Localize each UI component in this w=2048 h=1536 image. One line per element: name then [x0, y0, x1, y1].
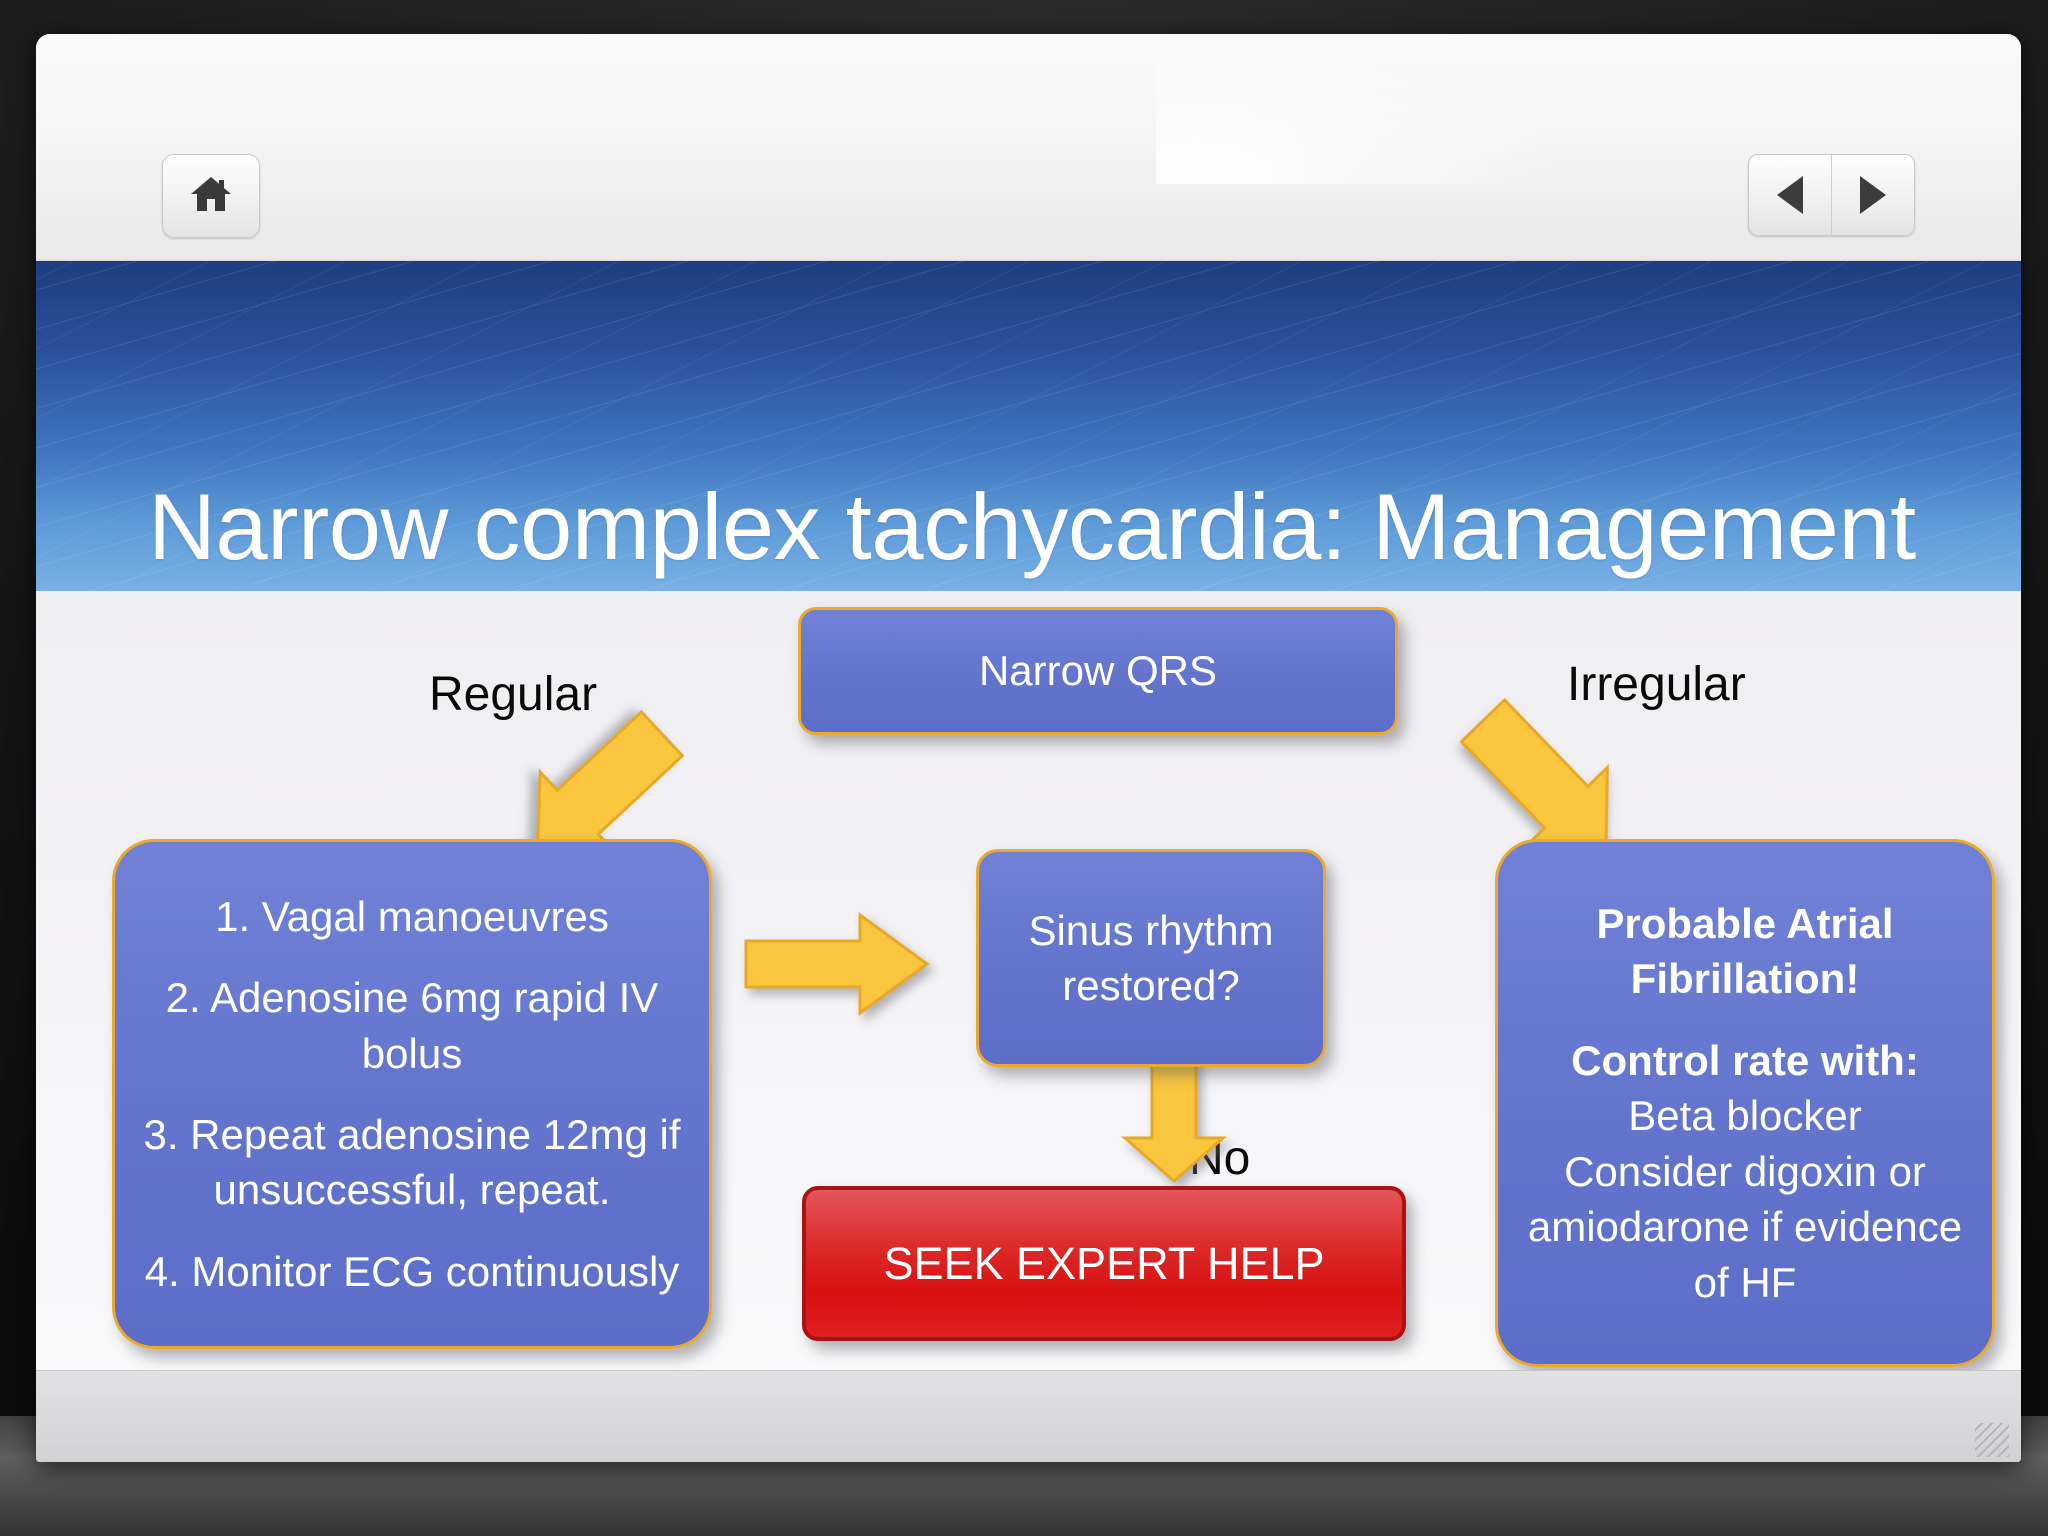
resize-grip[interactable]	[1975, 1423, 2009, 1457]
flow-label-irregular: Irregular	[1567, 658, 1746, 711]
slide-header-band: Narrow complex tachycardia: Management	[36, 261, 2021, 591]
node-narrow-qrs-label: Narrow QRS	[978, 647, 1218, 695]
arrow-down-to-seek-help	[1119, 1054, 1229, 1184]
status-bar-container	[36, 1370, 2021, 1462]
previous-slide-button[interactable]	[1749, 155, 1831, 235]
toolbar-gloss-highlight	[1156, 34, 1576, 184]
triangle-right-icon	[1860, 176, 1886, 214]
node-seek-label: SEEK EXPERT HELP	[883, 1237, 1325, 1289]
slide-title: Narrow complex tachycardia: Management	[148, 474, 1916, 579]
triangle-left-icon	[1777, 176, 1803, 214]
arrow-down-left-regular	[497, 685, 717, 885]
af-line-2: Consider digoxin or amiodarone if eviden…	[1527, 1147, 1963, 1306]
node-sinus-rhythm-question[interactable]: Sinus rhythm restored?	[976, 849, 1326, 1067]
header-wave-texture	[36, 261, 2021, 591]
toolbar	[36, 34, 2021, 261]
home-icon	[189, 174, 233, 219]
node-sinus-label: Sinus rhythm restored?	[1028, 906, 1274, 1009]
af-subheading: Control rate with:	[1571, 1036, 1919, 1084]
node-seek-expert-help[interactable]: SEEK EXPERT HELP	[802, 1186, 1406, 1341]
status-bar	[36, 1370, 2021, 1462]
next-slide-button[interactable]	[1831, 155, 1914, 235]
node-atrial-fibrillation[interactable]: Probable Atrial Fibrillation! Control ra…	[1495, 839, 1995, 1367]
slide-canvas: Narrow complex tachycardia: Management R…	[36, 261, 2021, 1462]
flow-label-regular: Regular	[429, 668, 598, 721]
treatment-step-3: 3. Repeat adenosine 12mg if unsuccessful…	[143, 1111, 681, 1214]
app-window: Narrow complex tachycardia: Management R…	[36, 34, 2021, 1462]
af-line-1: Beta blocker	[1628, 1092, 1862, 1140]
node-narrow-qrs[interactable]: Narrow QRS	[798, 607, 1398, 735]
node-regular-treatment-steps[interactable]: 1. Vagal manoeuvres 2. Adenosine 6mg rap…	[112, 839, 712, 1349]
slide-body: Regular Irregular No	[36, 591, 2021, 1462]
treatment-step-2: 2. Adenosine 6mg rapid IV bolus	[165, 974, 659, 1077]
arrow-right-to-sinus	[742, 909, 932, 1019]
treatment-step-1: 1. Vagal manoeuvres	[215, 892, 609, 940]
treatment-step-4: 4. Monitor ECG continuously	[144, 1247, 680, 1295]
af-heading: Probable Atrial Fibrillation!	[1596, 899, 1894, 1003]
navigation-button-group	[1748, 154, 1915, 236]
home-button[interactable]	[162, 154, 260, 238]
